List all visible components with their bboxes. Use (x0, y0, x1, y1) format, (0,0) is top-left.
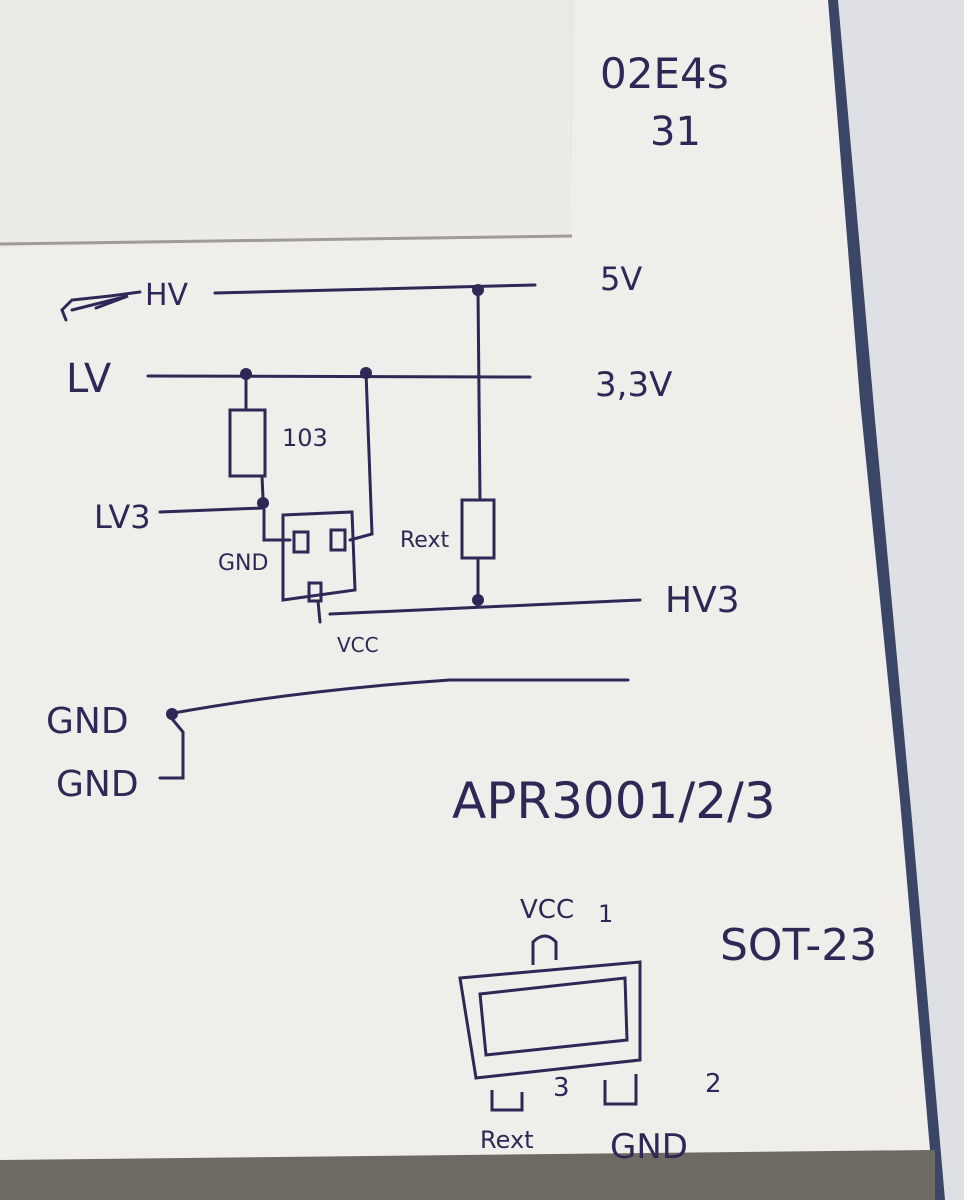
pin-vcc-label: VCC (520, 895, 574, 925)
header-line1: 02E4s (600, 49, 729, 98)
label-ic-vcc: VCC (337, 633, 379, 657)
junction-lv-2 (360, 367, 372, 379)
label-ic-gnd: GND (218, 551, 268, 576)
label-hv: HV (145, 278, 189, 313)
label-5v: 5V (600, 260, 642, 298)
pin-rext-label: Rext (480, 1126, 534, 1154)
pin-gnd-label: GND (610, 1127, 688, 1167)
sot23-drawing (458, 934, 642, 1112)
lv-rail (146, 374, 532, 379)
pin-rext-lead (490, 1090, 524, 1112)
part-number: APR3001/2/3 (452, 772, 776, 830)
desk-bottom (0, 1150, 935, 1200)
pin3-number: 3 (553, 1073, 570, 1103)
hv-to-rext-wire (476, 288, 482, 502)
103-to-lv3-wire (260, 474, 265, 500)
junction-lv-1 (240, 368, 252, 380)
top-note-sheet (0, 0, 570, 248)
binder-edge (822, 0, 945, 1200)
pin-gnd-lead (603, 1074, 638, 1106)
junction-gnd (166, 708, 178, 720)
package-outline (458, 960, 642, 1080)
hv3-rail (328, 598, 642, 616)
junction-hv (472, 284, 484, 296)
ic-pin-left (292, 530, 310, 554)
pin2-number: 2 (705, 1069, 722, 1099)
main-sheet (0, 0, 930, 1160)
label-lv3: LV3 (94, 498, 151, 536)
label-gnd-2: GND (56, 764, 139, 805)
ic-pin-bottom (307, 581, 323, 603)
gnd-link-wire (158, 712, 185, 780)
hv-arrow (60, 290, 142, 322)
header-line2: 31 (650, 109, 701, 155)
lv-to-ic-wire (348, 370, 374, 542)
wires (60, 283, 642, 780)
label-103: 103 (282, 424, 328, 452)
sheet-edge (0, 234, 573, 246)
pin1-number: 1 (598, 900, 613, 928)
lv3-wire (158, 506, 264, 514)
label-3v3: 3,3V (595, 365, 672, 405)
lv3-to-ic-wire (262, 508, 292, 542)
gnd-rail (166, 678, 630, 716)
resistor-103 (228, 408, 267, 478)
label-gnd-1: GND (46, 701, 129, 742)
package-inner (478, 976, 629, 1057)
junction-hv3 (472, 594, 484, 606)
ic-pin-right (329, 528, 347, 552)
label-lv: LV (66, 356, 112, 402)
ic-body (281, 510, 357, 602)
ic-vcc-wire (316, 599, 322, 624)
package-type: SOT-23 (720, 920, 877, 971)
junctions (166, 284, 484, 720)
pin-vcc-lead (531, 934, 558, 965)
junction-lv3 (257, 497, 269, 509)
label-hv3: HV3 (665, 580, 740, 621)
label-rext: Rext (400, 528, 449, 553)
